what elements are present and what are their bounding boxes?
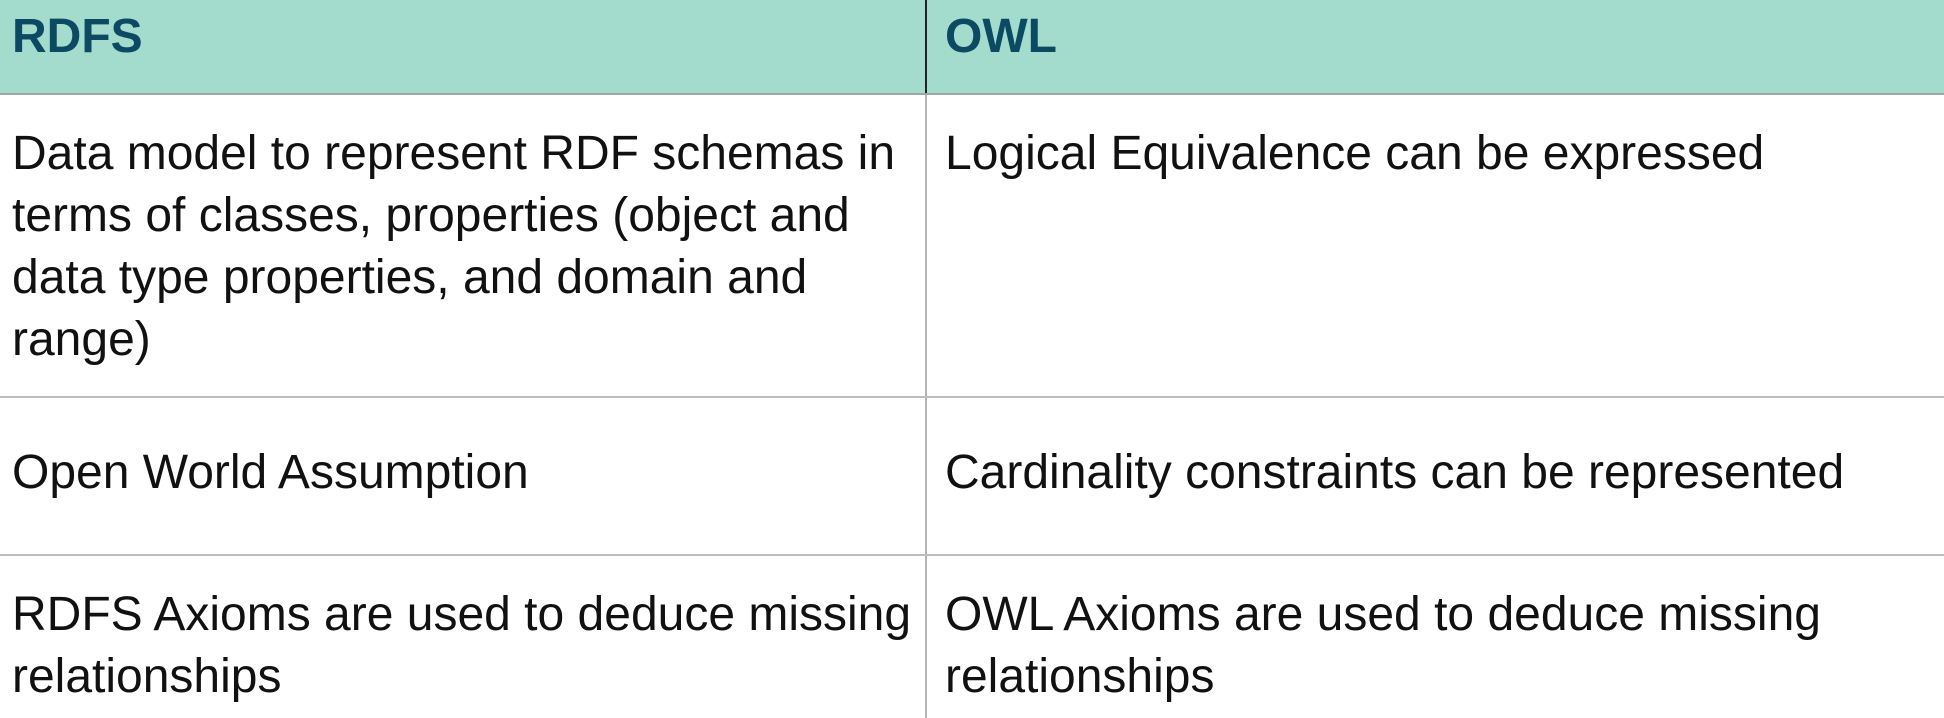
table-row: Open World Assumption Cardinality constr… <box>0 398 1944 556</box>
table-cell-rdfs: Data model to represent RDF schemas in t… <box>0 95 927 396</box>
table-cell-owl: Cardinality constraints can be represent… <box>945 446 1845 499</box>
table-row: RDFS Axioms are used to deduce missing r… <box>0 556 1944 718</box>
table-cell-rdfs: Open World Assumption <box>0 398 927 554</box>
table-row: Data model to represent RDF schemas in t… <box>0 95 1944 398</box>
table-cell-owl: Logical Equivalence can be expressed <box>945 127 1765 180</box>
header-owl: OWL <box>945 10 1057 63</box>
table-header-row: RDFS OWL <box>0 0 1944 95</box>
table-cell-owl: OWL Axioms are used to deduce missing re… <box>945 588 1821 703</box>
table-cell-rdfs: RDFS Axioms are used to deduce missing r… <box>0 556 927 718</box>
header-rdfs: RDFS <box>0 0 927 93</box>
